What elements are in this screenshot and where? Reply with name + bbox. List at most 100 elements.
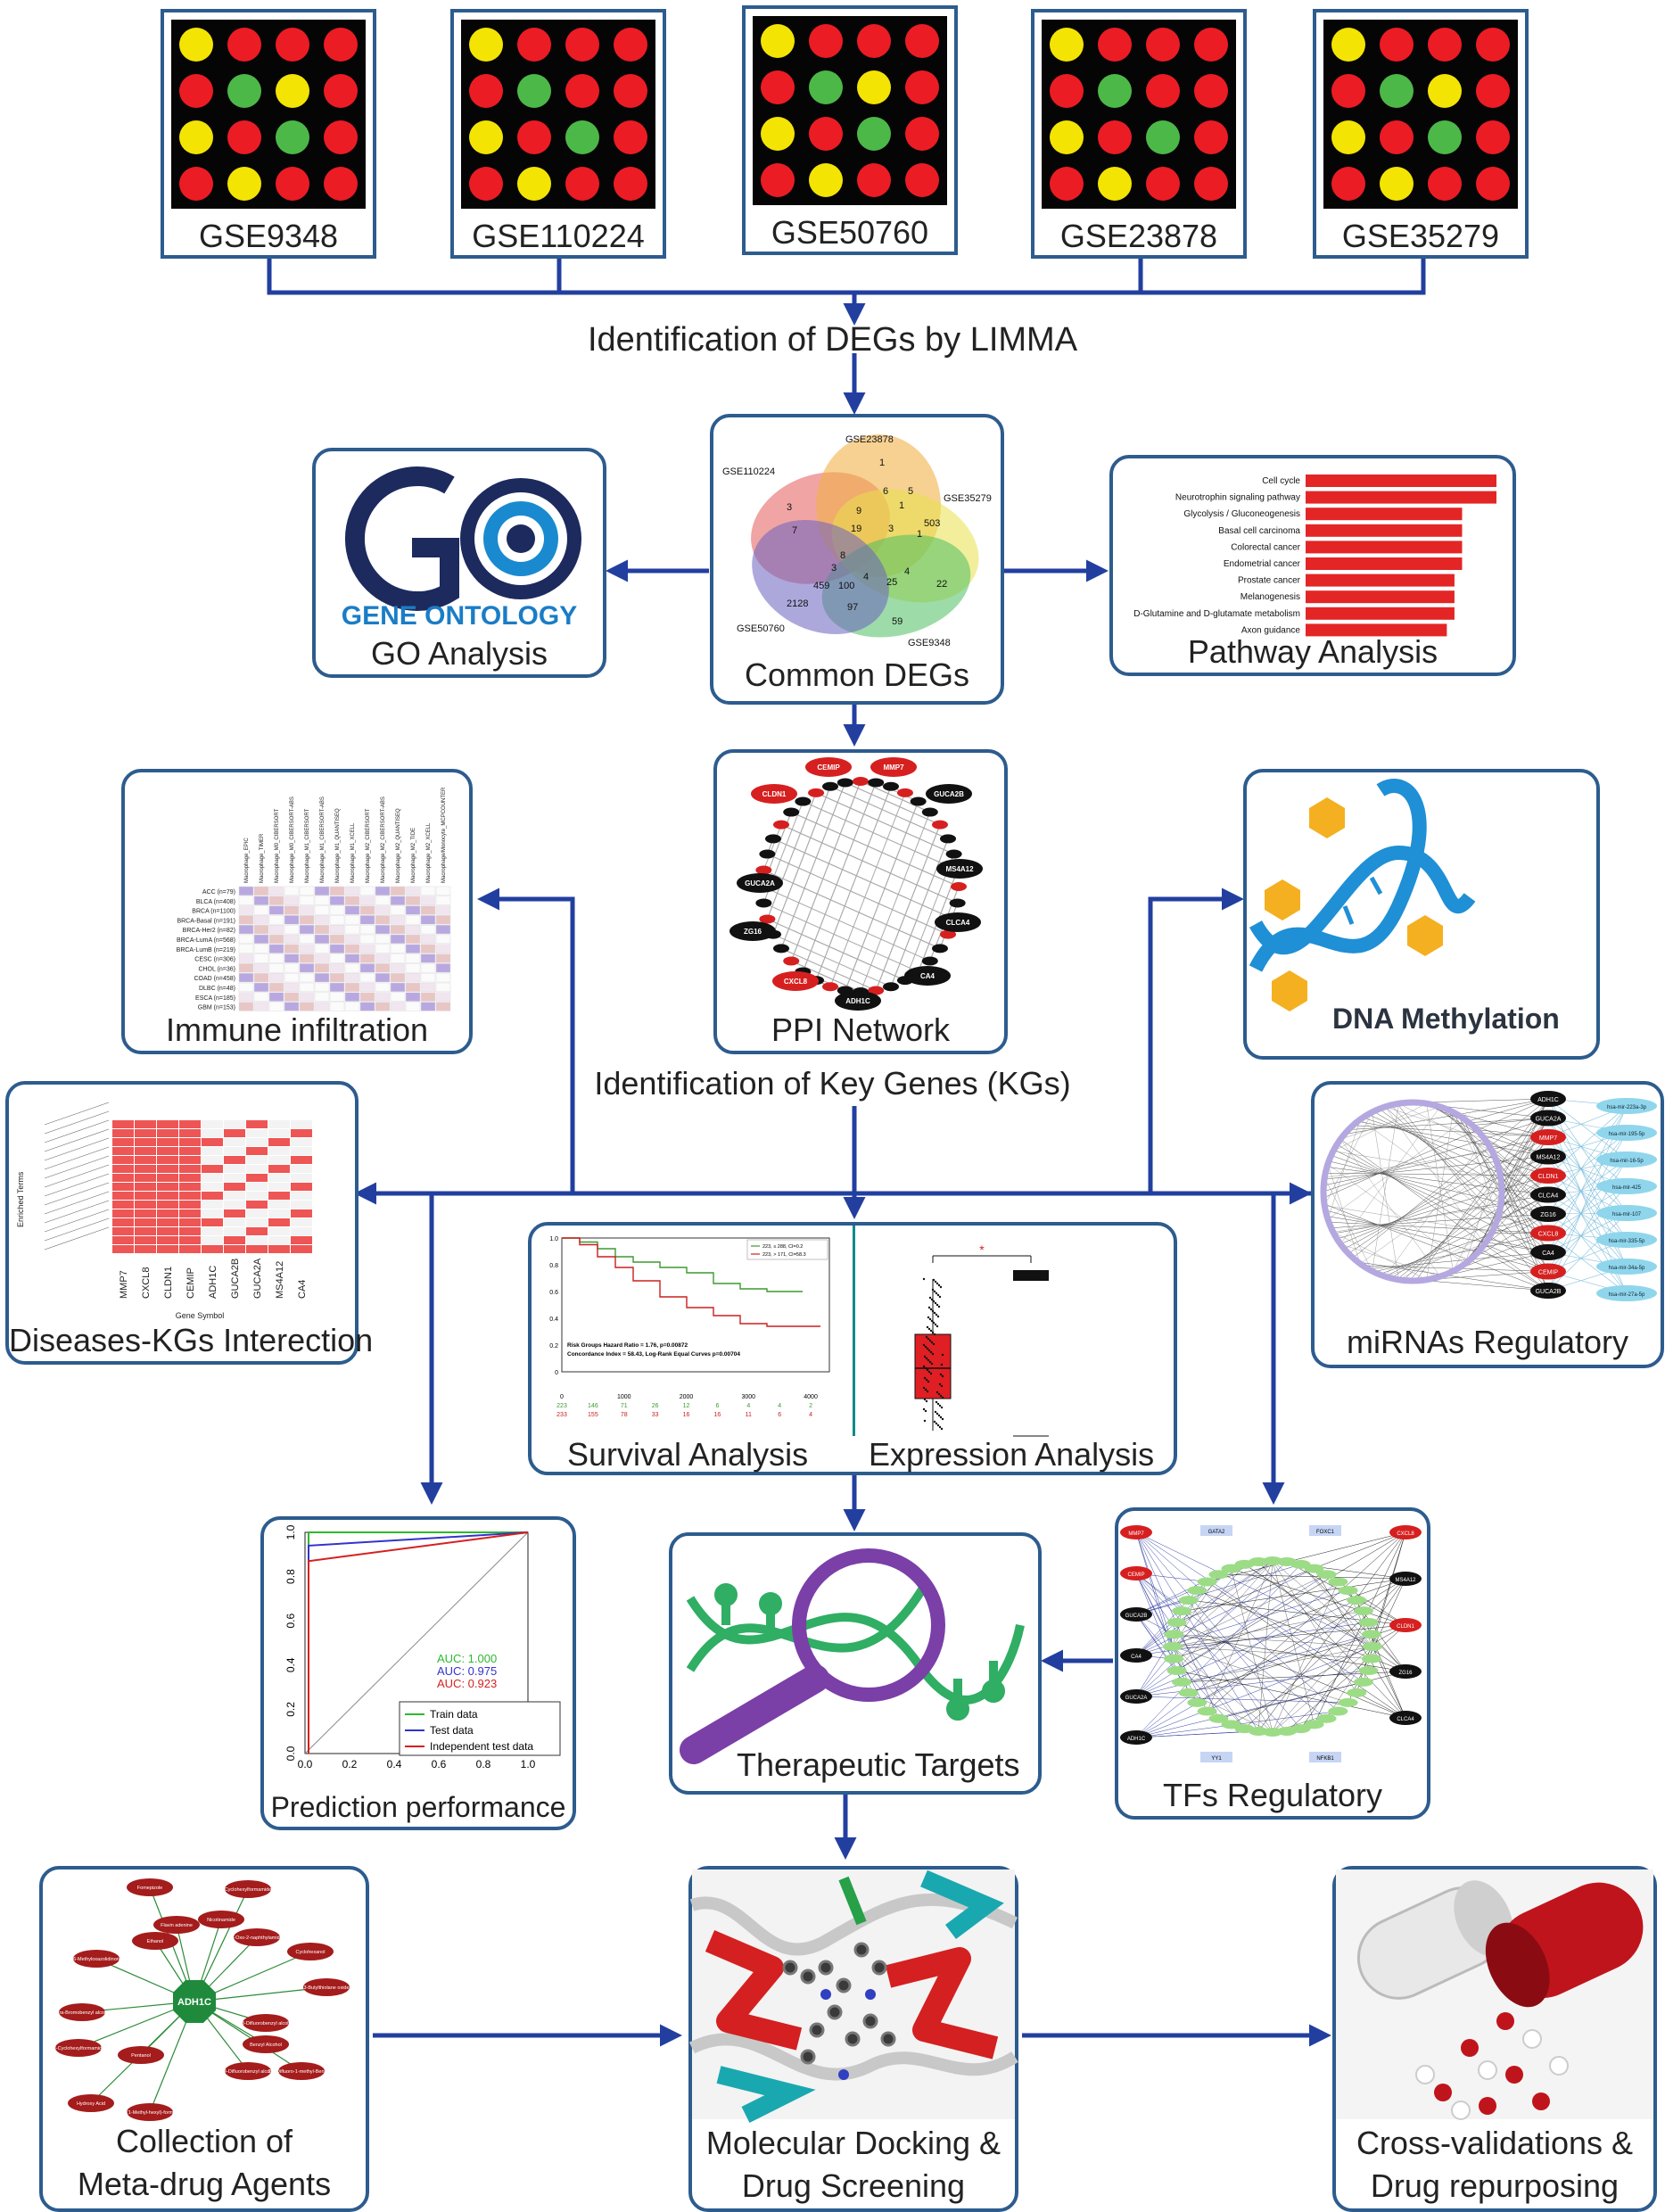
tf-node: [1361, 1630, 1381, 1639]
ppi-key-node: [904, 966, 951, 986]
immune-cell: [329, 992, 345, 1002]
microarray-spot: [809, 163, 843, 197]
venn-region-count: 100: [838, 581, 854, 591]
tf-inner-edge: [1272, 1560, 1315, 1725]
disease-cell: [202, 1174, 223, 1182]
roc-curve: [308, 1531, 529, 1754]
microarray-spot: [324, 74, 358, 108]
venn-region-count: 1: [917, 529, 922, 540]
immune-cell: [253, 915, 269, 925]
mirna-inner-edge: [1426, 1103, 1454, 1272]
immune-row-label: CESC (n=306): [194, 957, 235, 963]
mirna-inner-edge: [1324, 1151, 1493, 1178]
microarray-spot: [614, 74, 647, 108]
mirna-edge: [1331, 1213, 1549, 1228]
disease-cell: [112, 1147, 134, 1155]
microarray-spot: [1146, 28, 1180, 62]
dataset-label: GSE110224: [472, 218, 645, 254]
expression-point: [924, 1388, 927, 1391]
tf-inner-edge: [1172, 1646, 1372, 1659]
disease-cell: [291, 1120, 312, 1128]
mirna-node: [1596, 1205, 1657, 1221]
immune-cell: [284, 944, 300, 953]
mirna-node: [1596, 1125, 1657, 1141]
expression-point: [935, 1313, 938, 1316]
disease-cell: [202, 1218, 223, 1226]
expression-point: [923, 1376, 927, 1380]
mirna-inner-edge: [1372, 1111, 1399, 1280]
pathway-bar: [1306, 590, 1455, 604]
immune-col-label: Macrophage/Monocyte_MCPCOUNTER: [441, 787, 447, 883]
expression-point: [928, 1317, 932, 1321]
venn-region-count: 2128: [787, 598, 808, 609]
disease-cell: [112, 1120, 134, 1128]
mirna-gene-label: GUCA2B: [1536, 1289, 1562, 1295]
expression-point: [925, 1399, 928, 1403]
immune-cell: [359, 934, 375, 945]
expression-point: [922, 1277, 926, 1281]
tf-inner-edge: [1231, 1568, 1273, 1733]
expression-point: [928, 1339, 932, 1342]
expression-point: [940, 1406, 944, 1409]
expression-point: [931, 1309, 935, 1313]
immune-cell: [420, 905, 436, 915]
immune-cell: [268, 905, 284, 915]
ppi-edge: [845, 781, 941, 826]
ppi-key-node-label: MS4A12: [945, 865, 974, 873]
microarray-spot: [905, 163, 939, 197]
disease-cell: [224, 1245, 245, 1253]
go-logo: [345, 466, 581, 611]
disease-cell: [291, 1227, 312, 1235]
expression-point: [932, 1278, 936, 1282]
immune-cell: [299, 1002, 315, 1011]
mirna-inner-edge: [1339, 1106, 1441, 1244]
venn-region-count: 1: [879, 458, 885, 468]
immune-col-label: Macrophage_M1_CIBERSORT-ABS: [320, 796, 326, 883]
ppi-node: [931, 820, 948, 830]
disease-cell: [179, 1245, 201, 1253]
immune-cell: [314, 915, 330, 925]
expression-point: [929, 1372, 933, 1375]
tf-inner-edge: [1272, 1581, 1339, 1733]
ppi-edge: [772, 786, 831, 935]
venn-set-label: GSE50760: [737, 623, 785, 634]
drug-label: Cyclohexanol: [295, 1950, 325, 1955]
tf-node: [1197, 1577, 1217, 1587]
expression-point: [922, 1343, 926, 1347]
disease-cell: [135, 1165, 156, 1173]
mirna-edge: [1323, 1203, 1549, 1292]
disease-gene-label: CA4: [297, 1280, 308, 1299]
microarray-spot: [1194, 28, 1228, 62]
disease-cell: [246, 1192, 268, 1200]
disease-cell: [268, 1201, 290, 1209]
tf-inner-edge: [1172, 1574, 1327, 1647]
disease-cell: [179, 1201, 201, 1209]
disease-cell: [135, 1245, 156, 1253]
microarray-spot: [517, 28, 551, 62]
venn-set-label: GSE9348: [908, 638, 951, 648]
ppi-edge: [767, 919, 906, 981]
expression-point: [941, 1353, 944, 1357]
disease-cell: [135, 1227, 156, 1235]
tf-inner-edge: [1172, 1646, 1348, 1704]
mirna-inner-edge: [1464, 1164, 1498, 1264]
disease-cell: [268, 1165, 290, 1173]
immune-cell: [405, 915, 421, 925]
mirna-edge: [1357, 1120, 1549, 1157]
venn-region-count: 503: [924, 518, 940, 529]
immune-col-label: Macrophage_M0_CIBERSORT-ABS: [290, 796, 295, 883]
disease-cell: [268, 1129, 290, 1137]
disease-cell: [157, 1245, 178, 1253]
expression-point: [926, 1347, 929, 1350]
expression-point: [936, 1325, 939, 1328]
disease-cell: [179, 1138, 201, 1146]
km-risk-high: 6: [778, 1412, 781, 1418]
immune-cell: [405, 896, 421, 905]
ppi-node: [951, 882, 967, 891]
drug-label: 5-Oxo-2-naphthylamide: [231, 1936, 282, 1941]
microarray-spot: [179, 120, 213, 154]
mirna-edge: [1340, 1156, 1549, 1245]
immune-cell: [329, 896, 345, 905]
microarray-spot: [857, 24, 891, 58]
immune-cell: [435, 982, 451, 993]
